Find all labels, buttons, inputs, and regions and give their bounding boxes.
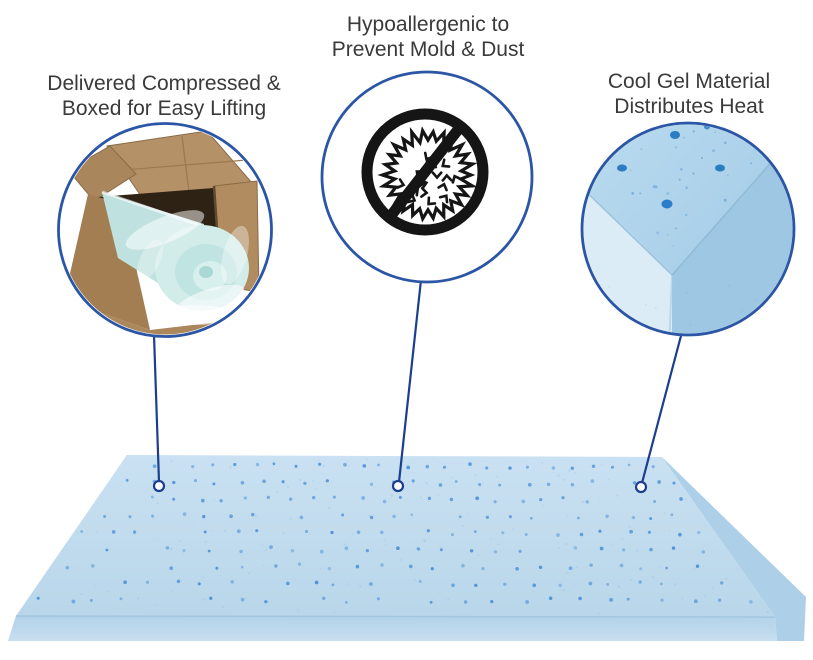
foam-corner-edge (665, 274, 673, 334)
foam-edge (583, 124, 673, 276)
prohibition-slash (384, 122, 466, 222)
mattress-topper-illustration (8, 455, 806, 641)
caption-line: Delivered Compressed & (47, 72, 281, 95)
leader-line-left (152, 334, 161, 483)
leader-line-right (640, 331, 684, 484)
plastic-wrap-sheen (125, 210, 205, 250)
marker-dot-left (152, 479, 166, 493)
mattress-right-face (662, 457, 806, 641)
marker-dot-right (634, 480, 648, 494)
leader-line-middle (397, 279, 423, 483)
mattress-fold-edge (15, 615, 776, 618)
box-left-flap (67, 145, 137, 202)
caption-line: Cool Gel Material (607, 70, 771, 93)
mattress-front-face (8, 616, 777, 641)
roll-spiral-center (199, 266, 213, 278)
plastic-wrap-crinkle (155, 305, 235, 325)
callout-markers (152, 479, 648, 494)
plastic-wrap-sheen (137, 239, 163, 281)
caption-line: Distributes Heat (614, 95, 764, 118)
ventilation-dots-pattern (34, 458, 769, 615)
mattress-top-face (16, 455, 775, 617)
box-flap-crease (181, 135, 191, 201)
plastic-wrap-sheen (221, 225, 249, 285)
caption-delivered-compressed: Delivered Compressed & Boxed for Easy Li… (47, 71, 280, 121)
no-allergens-icon (320, 70, 534, 284)
callout-ring-middle (320, 70, 534, 284)
caption-cool-gel: Cool Gel Material Distributes Heat (608, 69, 770, 119)
caption-line: Hypoallergenic to (346, 13, 510, 36)
cardboard-box-with-roll (60, 130, 260, 335)
marker-dot-middle (391, 479, 405, 493)
caption-hypoallergenic: Hypoallergenic to Prevent Mold & Dust (332, 12, 525, 62)
caption-line: Prevent Mold & Dust (331, 38, 525, 61)
box-front-left-panel (64, 194, 150, 330)
boxed-delivery-photo (57, 122, 273, 338)
caption-line: Boxed for Easy Lifting (61, 97, 267, 120)
box-flap-crease (122, 159, 248, 171)
prohibition-circle (361, 108, 489, 236)
callout-ring-right (580, 121, 796, 337)
gel-ventilation-holes (617, 124, 725, 209)
callout-ring-left (57, 122, 273, 338)
callout-leader-lines (152, 279, 684, 484)
